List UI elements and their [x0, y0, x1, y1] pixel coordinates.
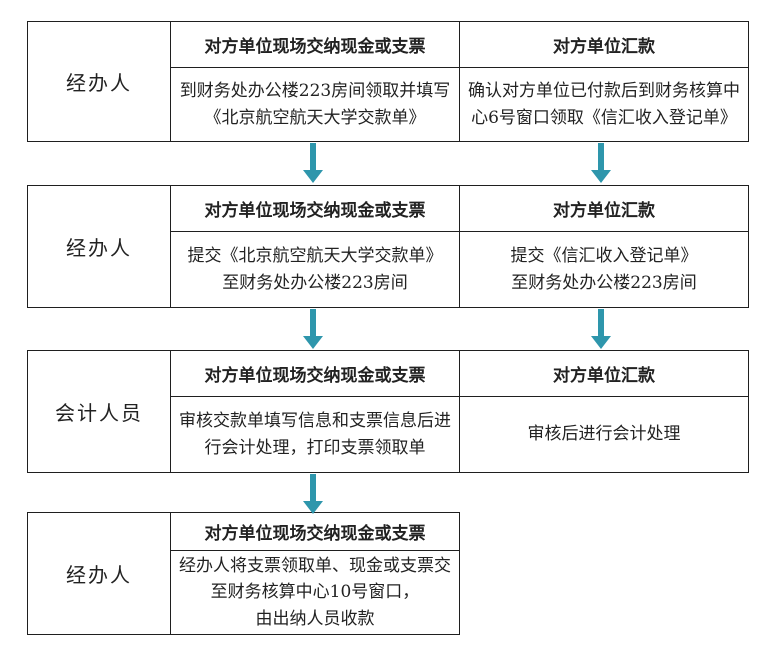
- step-description: 提交《北京航空航天大学交款单》 至财务处办公楼223房间: [187, 246, 443, 293]
- column-header: 对方单位现场交纳现金或支票: [171, 22, 459, 68]
- arrow-stem: [598, 143, 604, 170]
- branch-cash-or-cheque: 对方单位现场交纳现金或支票 经办人将支票领取单、现金或支票交 至财务核算中心10…: [170, 513, 459, 634]
- branch-remittance: 对方单位汇款 提交《信汇收入登记单》 至财务处办公楼223房间: [459, 186, 748, 307]
- flow-connector-3: [27, 473, 747, 514]
- arrow-stem: [598, 309, 604, 336]
- role-label: 会计人员: [55, 401, 143, 425]
- flow-connector-2: [27, 308, 747, 350]
- payment-process-flowchart: 经办人 对方单位现场交纳现金或支票 到财务处办公楼223房间领取并填写 《北京航…: [27, 21, 749, 635]
- arrow-stem: [310, 309, 316, 336]
- branch-cash-or-cheque: 对方单位现场交纳现金或支票 到财务处办公楼223房间领取并填写 《北京航空航天大…: [170, 22, 459, 141]
- branch-remittance: 对方单位汇款 审核后进行会计处理: [459, 351, 748, 472]
- process-row-4: 经办人 对方单位现场交纳现金或支票 经办人将支票领取单、现金或支票交 至财务核算…: [27, 512, 460, 635]
- column-header: 对方单位汇款: [460, 22, 748, 68]
- column-header: 对方单位汇款: [460, 186, 748, 232]
- branch-cash-or-cheque: 对方单位现场交纳现金或支票 审核交款单填写信息和支票信息后进 行会计处理，打印支…: [170, 351, 459, 472]
- arrow-head: [591, 170, 611, 183]
- branch-cash-or-cheque: 对方单位现场交纳现金或支票 提交《北京航空航天大学交款单》 至财务处办公楼223…: [170, 186, 459, 307]
- arrow-head: [303, 501, 323, 514]
- down-arrow-icon: [303, 309, 323, 349]
- process-row-1: 经办人 对方单位现场交纳现金或支票 到财务处办公楼223房间领取并填写 《北京航…: [27, 21, 749, 142]
- down-arrow-icon: [591, 143, 611, 183]
- arrow-stem: [310, 143, 316, 170]
- down-arrow-icon: [591, 309, 611, 349]
- role-label: 经办人: [66, 236, 132, 260]
- step-description: 审核后进行会计处理: [527, 424, 681, 445]
- column-header: 对方单位现场交纳现金或支票: [171, 351, 459, 397]
- branch-remittance: 对方单位汇款 确认对方单位已付款后到财务核算中 心6号窗口领取《信汇收入登记单》: [459, 22, 748, 141]
- step-description: 提交《信汇收入登记单》 至财务处办公楼223房间: [510, 246, 698, 293]
- step-description: 经办人将支票领取单、现金或支票交 至财务核算中心10号窗口， 由出纳人员收款: [179, 555, 451, 629]
- down-arrow-icon: [303, 143, 323, 183]
- step-description: 审核交款单填写信息和支票信息后进 行会计处理，打印支票领取单: [179, 411, 451, 458]
- step-description: 到财务处办公楼223房间领取并填写 《北京航空航天大学交款单》: [179, 81, 451, 128]
- role-label: 经办人: [66, 563, 132, 587]
- arrow-stem: [310, 474, 316, 501]
- flow-connector-1: [27, 142, 747, 185]
- column-header: 对方单位现场交纳现金或支票: [171, 513, 459, 551]
- down-arrow-icon: [303, 474, 323, 514]
- arrow-head: [303, 336, 323, 349]
- role-label: 经办人: [66, 71, 132, 95]
- arrow-head: [591, 336, 611, 349]
- arrow-head: [303, 170, 323, 183]
- column-header: 对方单位汇款: [460, 351, 748, 397]
- process-row-2: 经办人 对方单位现场交纳现金或支票 提交《北京航空航天大学交款单》 至财务处办公…: [27, 185, 749, 308]
- column-header: 对方单位现场交纳现金或支票: [171, 186, 459, 232]
- process-row-3: 会计人员 对方单位现场交纳现金或支票 审核交款单填写信息和支票信息后进 行会计处…: [27, 350, 749, 473]
- step-description: 确认对方单位已付款后到财务核算中 心6号窗口领取《信汇收入登记单》: [468, 81, 740, 128]
